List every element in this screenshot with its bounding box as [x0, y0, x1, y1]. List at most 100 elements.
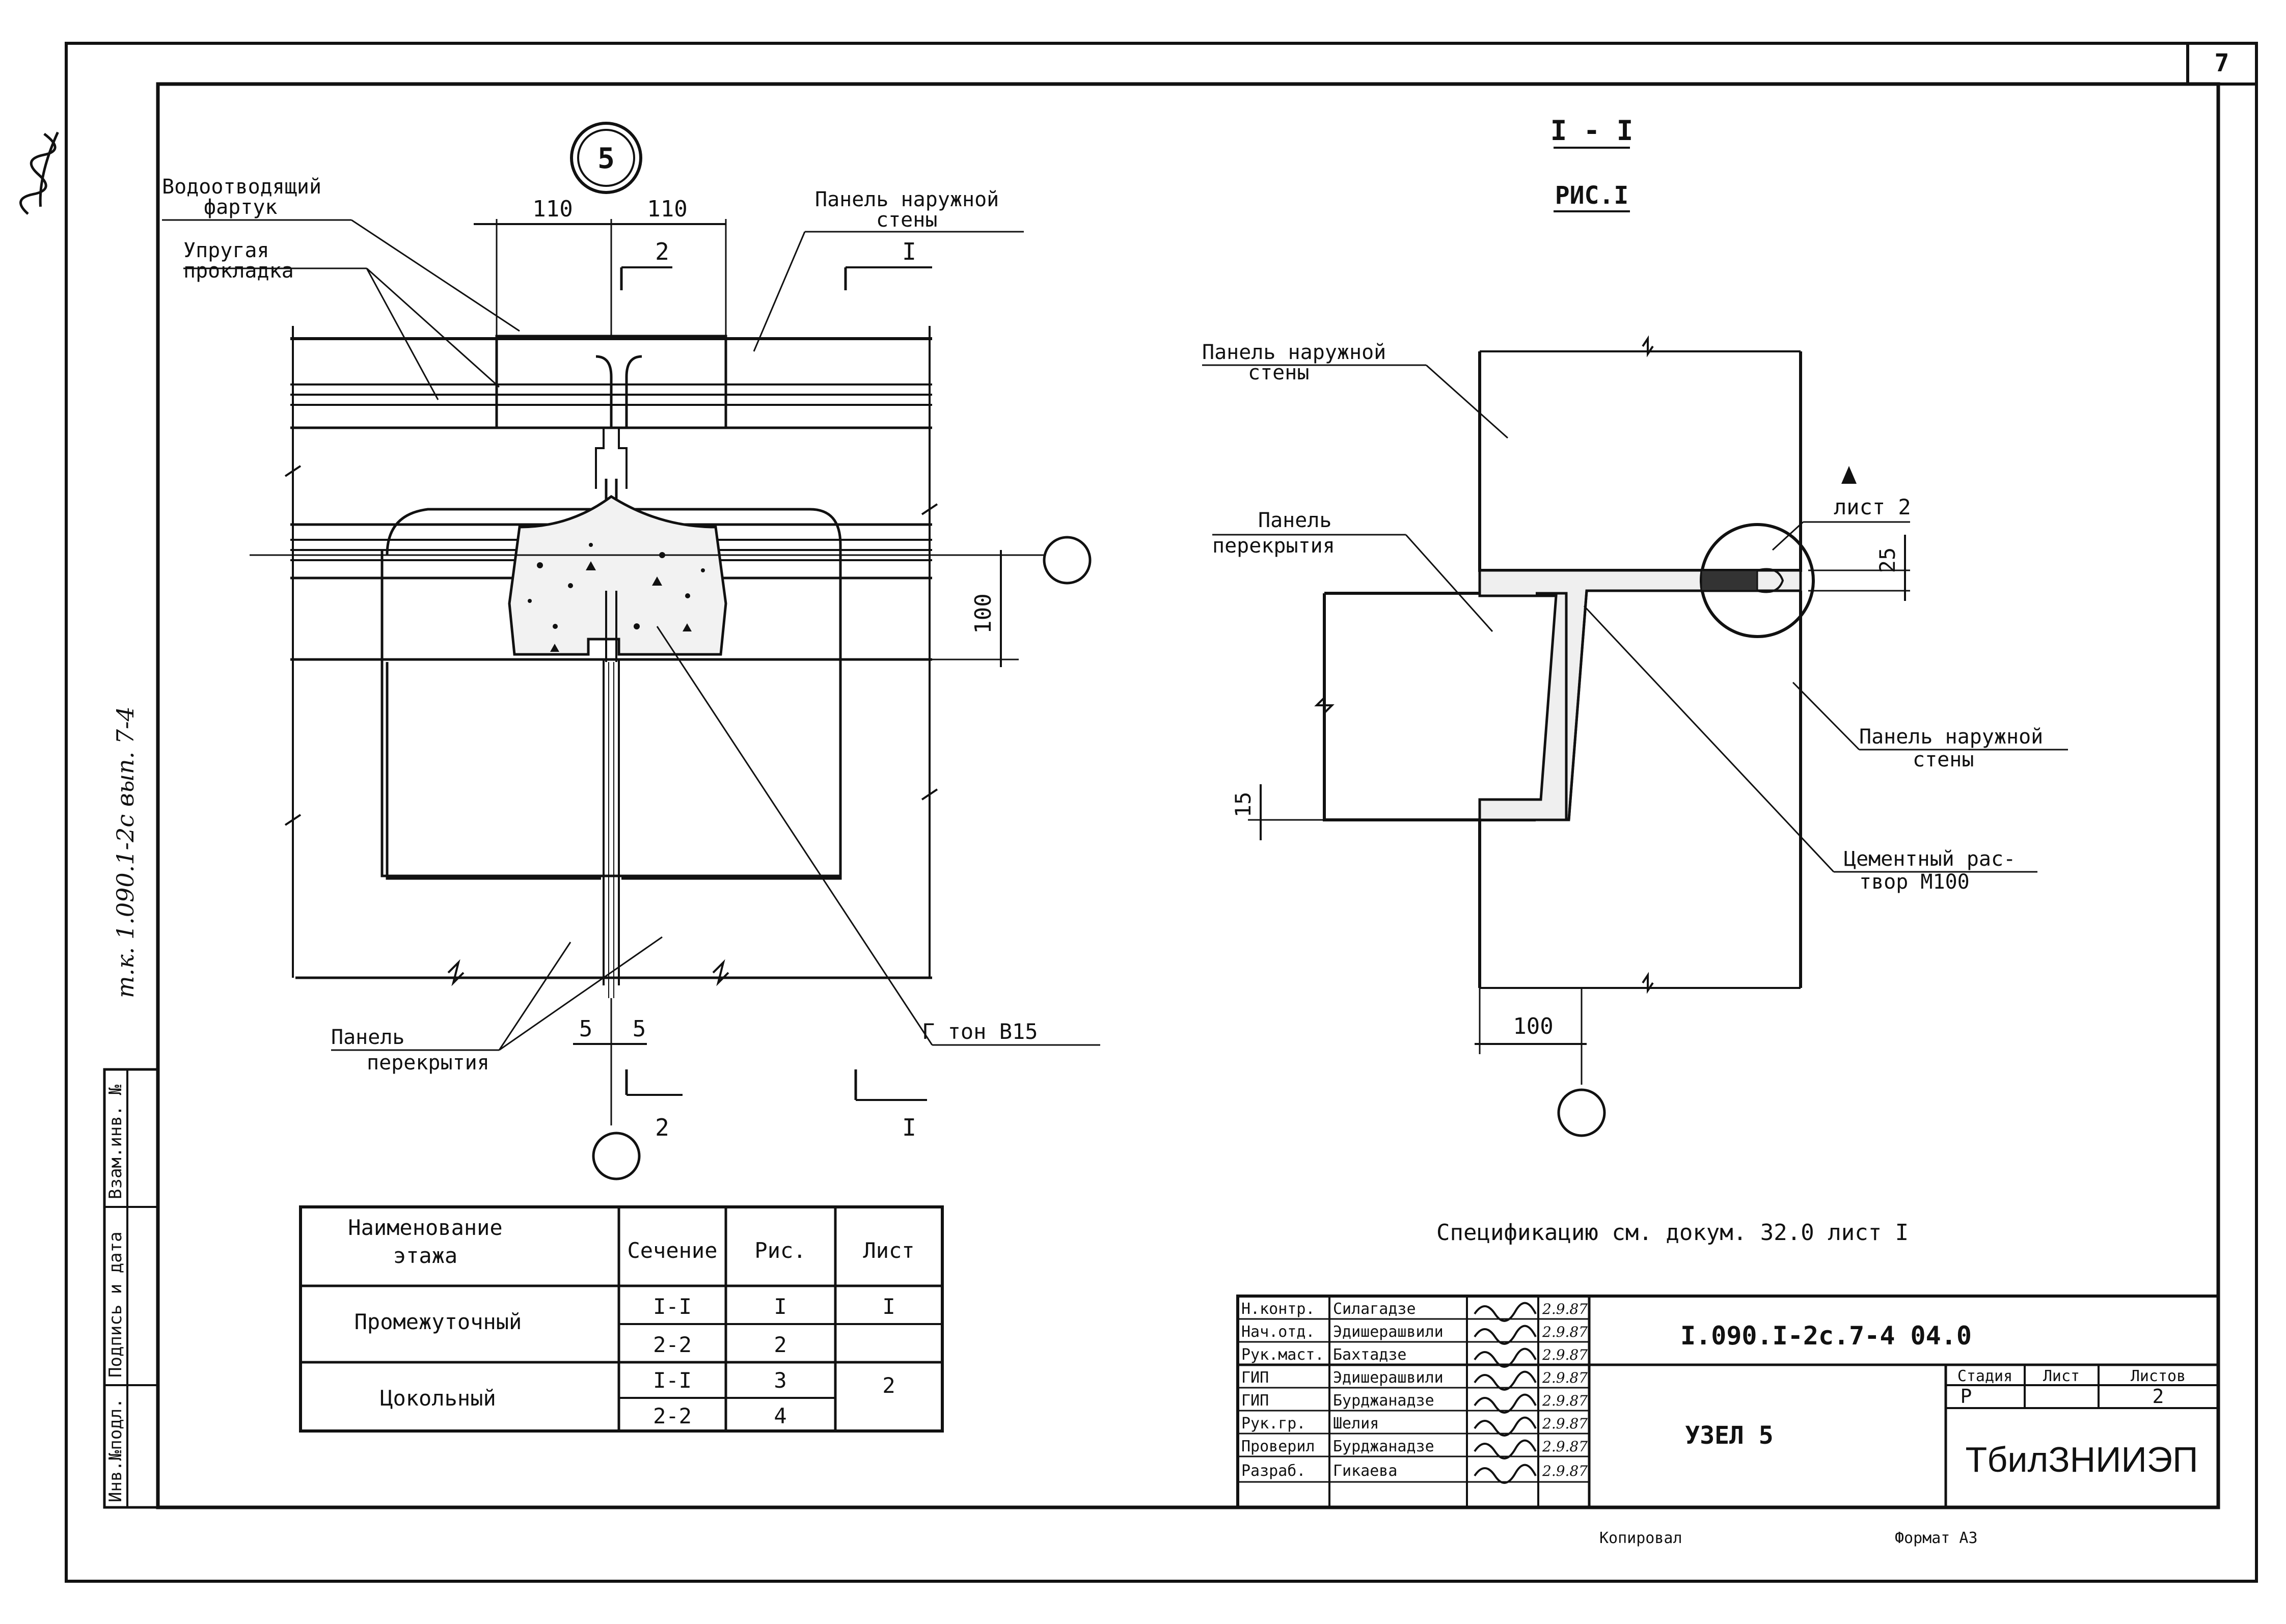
footer-format: Формат А3	[1895, 1529, 1978, 1547]
table-header-sheet: Лист	[863, 1238, 914, 1263]
table-cell-fig-3: 3	[774, 1368, 786, 1393]
dim-110-left: 110	[532, 196, 573, 222]
tb-date-5: 2.9.87	[1542, 1392, 1588, 1409]
tb-signatures	[1474, 1302, 1537, 1484]
stamp-replace: Взам.инв. №	[105, 1084, 126, 1199]
axis-bubble-right	[1043, 536, 1092, 585]
tb-date-4: 2.9.87	[1542, 1369, 1588, 1386]
dim-5-left: 5	[579, 1016, 593, 1042]
table-header-section: Сечение	[627, 1238, 717, 1263]
label-concrete: Г тон В15	[922, 1019, 1038, 1044]
label-floor-panel-line2: перекрытия	[367, 1051, 489, 1075]
tb-name-6: Шелия	[1333, 1415, 1379, 1433]
tb-name-1: Силагадзе	[1333, 1300, 1416, 1318]
tb-date-6: 2.9.87	[1542, 1415, 1588, 1432]
tb-name-5: Бурджанадзе	[1333, 1392, 1434, 1410]
section-mark-2-top: 2	[655, 238, 669, 265]
label-floor-panel-line1: Панель	[331, 1026, 405, 1049]
table-cell-fig-4: 4	[774, 1403, 786, 1428]
dim-15: 15	[1231, 792, 1256, 818]
label-outer-wall-line2: стены	[876, 208, 937, 232]
tb-stage-label: Стадия	[1957, 1367, 2012, 1385]
table-cell-fig-1: I	[774, 1294, 786, 1319]
label-elastic-gasket-line1: Упругая	[183, 239, 269, 262]
concrete-fill	[508, 494, 727, 656]
section-mark-I-top: I	[902, 238, 916, 265]
table-cell-section-1: I-I	[653, 1294, 692, 1319]
section-mark-2-bottom: 2	[655, 1114, 669, 1141]
table-group-name-1: Промежуточный	[355, 1309, 522, 1334]
series-label: т.к. 1.090.1-2с вып. 7-4	[112, 706, 139, 998]
table-group-name-2: Цокольный	[380, 1386, 496, 1411]
tb-role-3: Рук.маст.	[1241, 1346, 1324, 1364]
dim-25: 25	[1875, 547, 1900, 573]
table-header-fig: Рис.	[754, 1238, 806, 1263]
tb-role-1: Н.контр.	[1241, 1300, 1315, 1318]
table-cell-section-4: 2-2	[653, 1403, 692, 1428]
outer-frame	[65, 42, 2258, 1583]
tb-role-rows: Н.контр. Силагадзе 2.9.87 Нач.отд. Эдише…	[1241, 1300, 1588, 1480]
tb-name-7: Бурджанадзе	[1333, 1438, 1434, 1455]
label-floor-panel-right-line2: перекрытия	[1212, 534, 1335, 558]
table-cell-section-2: 2-2	[653, 1332, 692, 1357]
tb-title: УЗЕЛ 5	[1685, 1421, 1773, 1450]
floor-table: Наименование этажа Сечение Рис. Лист Про…	[299, 1205, 944, 1433]
label-mortar-line2: твор М100	[1859, 870, 1970, 894]
spec-note: Спецификацию см. докум. 32.0 лист I	[1436, 1220, 1909, 1246]
footer-copied: Копировал	[1599, 1529, 1682, 1547]
tb-sheets-label: Листов	[2131, 1367, 2186, 1385]
tb-date-7: 2.9.87	[1542, 1438, 1588, 1455]
tb-role-6: Рук.гр.	[1241, 1415, 1305, 1433]
tb-sheet-label: Лист	[2043, 1367, 2080, 1385]
dim-100-right: 100	[1513, 1013, 1553, 1039]
tb-role-5: ГИП	[1241, 1392, 1269, 1410]
dim-5-right: 5	[633, 1016, 646, 1042]
table-cell-sheet-1: I	[882, 1294, 895, 1319]
node-marker-circle	[570, 122, 642, 194]
node-marker-number: 5	[597, 142, 615, 175]
label-elastic-gasket-line2: прокладка	[183, 259, 294, 283]
tb-organization: ТбилЗНИИЭП	[1966, 1440, 2198, 1479]
axis-bubble-bottom	[592, 1132, 641, 1180]
table-cell-fig-2: 2	[774, 1332, 786, 1357]
axis-bubble-right-detail	[1557, 1088, 1606, 1137]
figure-label: РИС.I	[1555, 181, 1629, 210]
section-title: I - I	[1550, 115, 1634, 147]
tb-stage-value: Р	[1961, 1385, 1972, 1408]
tb-date-2: 2.9.87	[1542, 1324, 1588, 1340]
label-floor-panel-right-line1: Панель	[1258, 509, 1332, 532]
page-number-box	[2186, 42, 2258, 86]
tb-role-4: ГИП	[1241, 1369, 1269, 1387]
label-mortar-line1: Цементный рас-	[1844, 847, 2016, 871]
tb-name-8: Гикаева	[1333, 1462, 1397, 1480]
tb-role-8: Разраб.	[1241, 1462, 1305, 1480]
table-cell-sheet-2: 2	[882, 1373, 895, 1398]
side-stamp: Инв.№подл. Подпись и дата Взам.инв. №	[103, 1068, 159, 1509]
tb-name-3: Бахтадзе	[1333, 1346, 1407, 1364]
stamp-sign: Подпись и дата	[105, 1231, 126, 1378]
section-mark-I-bottom: I	[902, 1114, 916, 1141]
concrete-aggregate	[528, 543, 705, 652]
stamp-inv: Инв.№подл.	[105, 1398, 126, 1502]
margin-signature	[19, 131, 59, 215]
inner-frame	[156, 82, 2220, 1509]
mortar-fill	[1478, 569, 1802, 821]
label-outer-wall-right-line2: стены	[1913, 748, 1974, 772]
dim-100-left: 100	[970, 593, 996, 634]
tb-sheets-value: 2	[2153, 1385, 2164, 1408]
label-outer-wall-top-line1: Панель наружной	[1202, 341, 1386, 364]
table-header-floor-line2: этажа	[393, 1243, 457, 1268]
label-outer-wall-line1: Панель наружной	[815, 188, 999, 211]
dim-110-right: 110	[647, 196, 687, 222]
right-detail: I - I РИС.I 25 лист 2 Панель н	[1202, 115, 2068, 1137]
tb-role-7: Проверил	[1241, 1438, 1315, 1455]
table-cell-section-3: I-I	[653, 1368, 692, 1393]
left-detail: 5 110 110 2 I Водоотводящий фартук Упруг…	[162, 122, 1100, 1180]
label-outer-wall-right-line1: Панель наружной	[1859, 725, 2043, 749]
table-header-floor-line1: Наименование	[348, 1215, 502, 1240]
label-sheet-ref: лист 2	[1834, 494, 1911, 519]
title-block: I.090.I-2с.7-4 04.0 УЗЕЛ 5 Стадия Лист Л…	[1236, 1295, 2220, 1509]
label-drip-apron-line1: Водоотводящий	[162, 175, 321, 199]
label-drip-apron-line2: фартук	[204, 196, 278, 219]
